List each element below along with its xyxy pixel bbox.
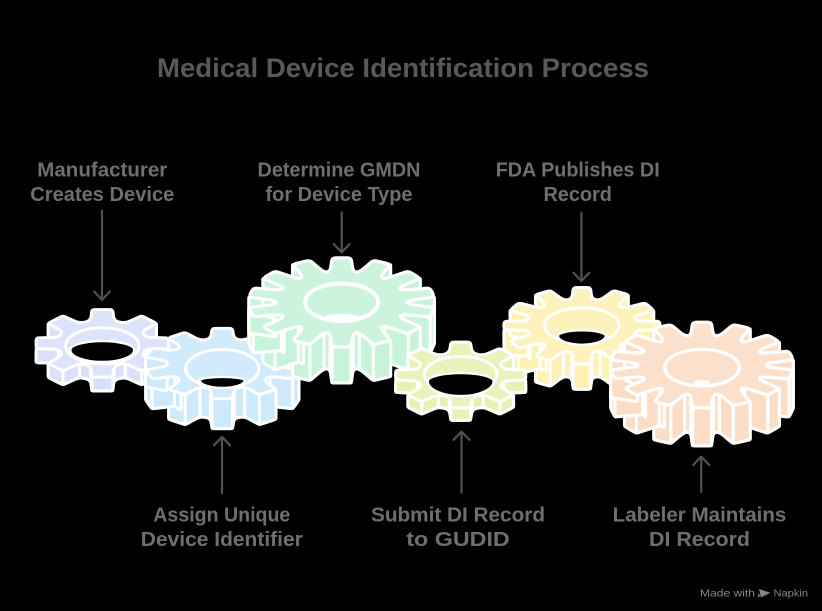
svg-text:to GUDID: to GUDID	[406, 529, 510, 551]
svg-text:Device Identifier: Device Identifier	[141, 529, 303, 551]
svg-text:FDA Publishes DI: FDA Publishes DI	[496, 160, 660, 182]
svg-text:Determine GMDN: Determine GMDN	[258, 160, 421, 182]
svg-text:DI Record: DI Record	[649, 529, 750, 551]
svg-text:Napkin: Napkin	[774, 588, 809, 600]
svg-text:Record: Record	[543, 184, 612, 206]
svg-text:Labeler Maintains: Labeler Maintains	[613, 505, 787, 527]
svg-text:Medical Device Identification: Medical Device Identification Process	[157, 53, 649, 83]
svg-text:Submit DI Record: Submit DI Record	[371, 505, 545, 527]
svg-text:Manufacturer: Manufacturer	[37, 160, 167, 182]
svg-text:Made with: Made with	[700, 588, 755, 600]
svg-text:for Device Type: for Device Type	[266, 184, 413, 206]
svg-text:Creates Device: Creates Device	[30, 184, 174, 206]
svg-text:Assign Unique: Assign Unique	[153, 505, 290, 527]
